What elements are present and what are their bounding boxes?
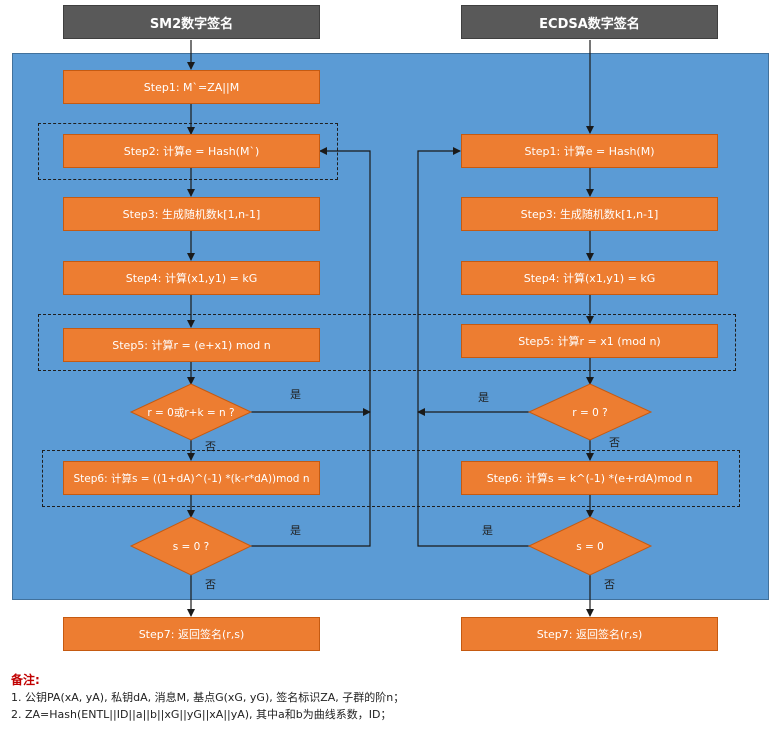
ecdsa-decision1-diamond — [527, 383, 653, 441]
ecdsa-step7-box: Step7: 返回签名(r,s) — [461, 617, 718, 651]
sm2-decision2-diamond — [129, 516, 253, 576]
sm2-step3-box: Step3: 生成随机数k[1,n-1] — [63, 197, 320, 231]
sm2-decision2-text: s = 0 ? — [173, 541, 210, 553]
ecdsa-loop-decision2-to-step1 — [417, 147, 531, 547]
sm2-step4-box: Step4: 计算(x1,y1) = kG — [63, 261, 320, 295]
sm2-step5-box: Step5: 计算r = (e+x1) mod n — [63, 328, 320, 362]
sm2-loop-decision2-to-step2 — [251, 147, 371, 547]
step5-group — [38, 314, 736, 371]
sm2-decision1-diamond — [129, 383, 253, 441]
notes-line-2: 2. ZA=Hash(ENTL||ID||a||b||xG||yG||xA||y… — [11, 708, 392, 721]
sm2-title-box: SM2数字签名 — [63, 5, 320, 39]
ecdsa-decision1-no-label: 否 — [609, 436, 620, 449]
step6-group — [42, 450, 740, 507]
sm2-decision2-yes-label: 是 — [290, 524, 301, 537]
sm2-decision1-yes-label: 是 — [290, 388, 301, 401]
sm2-decision2-no-label: 否 — [205, 578, 216, 591]
ecdsa-decision2-yes-label: 是 — [482, 524, 493, 537]
sm2-decision1-no-label: 否 — [205, 440, 216, 453]
notes-section: 备注: 1. 公钥PA(xA, yA), 私钥dA, 消息M, 基点G(xG, … — [11, 672, 404, 723]
ecdsa-step3-box: Step3: 生成随机数k[1,n-1] — [461, 197, 718, 231]
notes-title: 备注: — [11, 673, 40, 687]
sm2-step1-box: Step1: M`=ZA||M — [63, 70, 320, 104]
ecdsa-step1-box: Step1: 计算e = Hash(M) — [461, 134, 718, 168]
ecdsa-step4-box: Step4: 计算(x1,y1) = kG — [461, 261, 718, 295]
ecdsa-decision1-text: r = 0 ? — [572, 407, 607, 419]
ecdsa-step5-box: Step5: 计算r = x1 (mod n) — [461, 324, 718, 358]
sm2-step2-box: Step2: 计算e = Hash(M`) — [63, 134, 320, 168]
ecdsa-decision1-yes-label: 是 — [478, 391, 489, 404]
sm2-step6-box: Step6: 计算s = ((1+dA)^(-1) *(k-r*dA))mod … — [63, 461, 320, 495]
ecdsa-decision2-diamond — [527, 516, 653, 576]
ecdsa-decision2-text: s = 0 — [576, 541, 604, 553]
sm2-decision1-text: r = 0或r+k = n ? — [147, 407, 234, 419]
notes-line-1: 1. 公钥PA(xA, yA), 私钥dA, 消息M, 基点G(xG, yG),… — [11, 691, 405, 704]
ecdsa-title-box: ECDSA数字签名 — [461, 5, 718, 39]
ecdsa-decision2-no-label: 否 — [604, 578, 615, 591]
ecdsa-step6-box: Step6: 计算s = k^(-1) *(e+rdA)mod n — [461, 461, 718, 495]
sm2-step7-box: Step7: 返回签名(r,s) — [63, 617, 320, 651]
